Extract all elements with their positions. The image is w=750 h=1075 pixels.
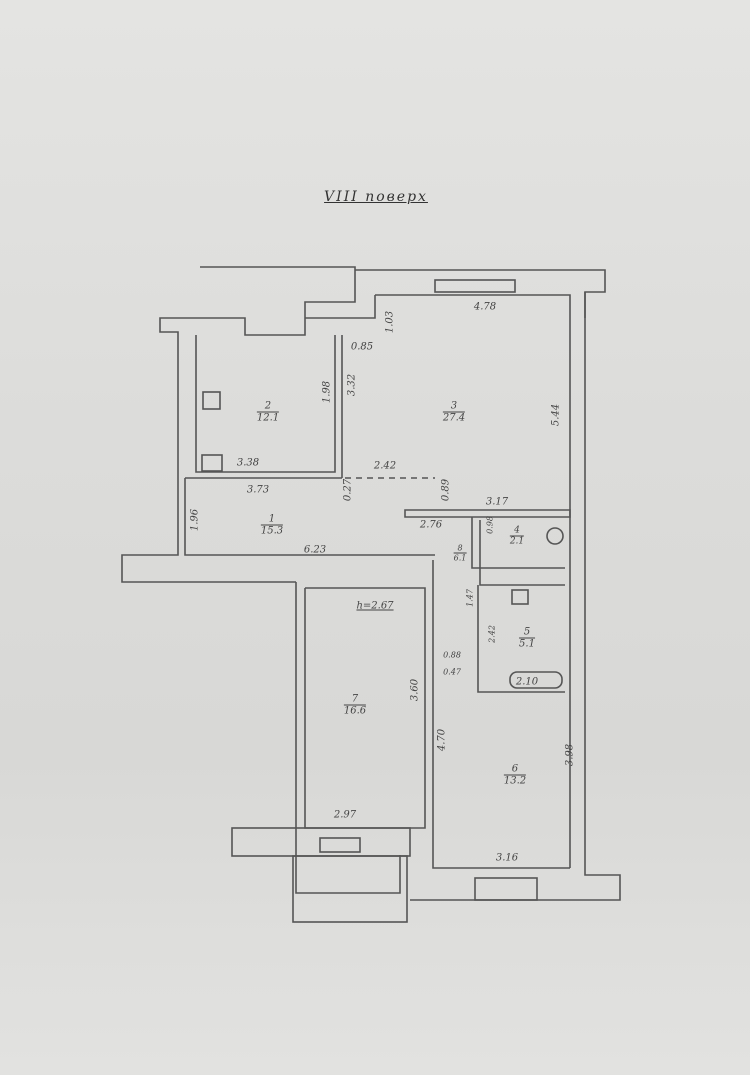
dimension-label: 3.73 [246, 484, 270, 496]
room-area: 5.1 [519, 638, 535, 650]
room-number: 4 [509, 526, 525, 537]
wall-bath [471, 517, 565, 569]
wall-room3-left [305, 295, 376, 319]
wall-right-outer [410, 292, 621, 901]
room-number: 5 [519, 627, 535, 639]
window-bottom [474, 877, 538, 901]
window-balcony [319, 837, 361, 853]
window-top [434, 279, 516, 293]
dimension-label: 1.03 [384, 310, 396, 334]
dimension-label: 1.47 [465, 589, 475, 607]
ceiling-height: h=2.67 [356, 600, 394, 612]
sink-icon [511, 589, 529, 605]
dimension-label: 5.44 [550, 403, 562, 427]
wall-room7-right [432, 560, 570, 869]
room-area: 12.1 [256, 412, 280, 424]
dimension-label: 2.42 [487, 625, 497, 643]
dimension-label: 3.38 [236, 457, 260, 469]
dimension-label: 0.47 [443, 667, 461, 677]
wall-room1-lower [295, 582, 401, 894]
dimension-label: 2.42 [373, 460, 397, 472]
dimension-label: 2.76 [419, 519, 443, 531]
dimension-label: 3.17 [485, 496, 509, 508]
bathtub-icon [509, 671, 563, 689]
dimension-label: 0.85 [350, 341, 374, 353]
dimension-label: 2.10 [515, 676, 539, 688]
sink-room2-icon [201, 454, 223, 472]
dimension-label: 3.32 [346, 373, 358, 397]
stove-icon [202, 391, 221, 410]
wall-room2 [195, 335, 336, 473]
balcony-base [292, 855, 408, 923]
room-number: 7 [343, 694, 367, 706]
dimension-label: 1.98 [321, 380, 333, 404]
floor-title: VIII поверх [324, 189, 428, 205]
room-number: 2 [256, 401, 280, 413]
room-area: 6.1 [453, 553, 467, 563]
dimension-label: 6.23 [303, 544, 327, 556]
room-area: 16.6 [343, 705, 367, 717]
room-area: 13.2 [503, 775, 527, 787]
dimension-label: 3.98 [564, 743, 576, 767]
dimension-label: 2.97 [333, 809, 357, 821]
dimension-label: 0.88 [443, 650, 461, 660]
wall-room7 [304, 587, 426, 829]
dimension-label: 0.89 [440, 478, 452, 502]
dimension-label: 4.78 [473, 301, 497, 313]
room-number: 1 [260, 514, 284, 526]
dimension-label: 0.98 [485, 516, 495, 534]
wall-room1 [184, 478, 435, 556]
room-area: 15.3 [260, 525, 284, 537]
wall-divider-3-1 [404, 509, 571, 518]
wall-wc [479, 520, 565, 586]
wall-top-loggia [159, 266, 356, 480]
dimension-label: 3.60 [409, 678, 421, 702]
wall-room3-top [375, 294, 571, 868]
room-number: 8 [453, 544, 467, 554]
dimension-label: 1.96 [189, 508, 201, 532]
wall-left-outer [121, 480, 296, 583]
wall-room5 [477, 585, 565, 693]
room-number: 6 [503, 764, 527, 776]
room-number: 3 [442, 401, 466, 413]
room-area: 2.1 [509, 536, 525, 547]
dimension-label: 4.70 [436, 728, 448, 752]
dimension-label: 3.16 [495, 852, 519, 864]
room-area: 27.4 [442, 412, 466, 424]
dimension-label: 0.27 [342, 478, 354, 502]
toilet-icon [546, 527, 564, 545]
